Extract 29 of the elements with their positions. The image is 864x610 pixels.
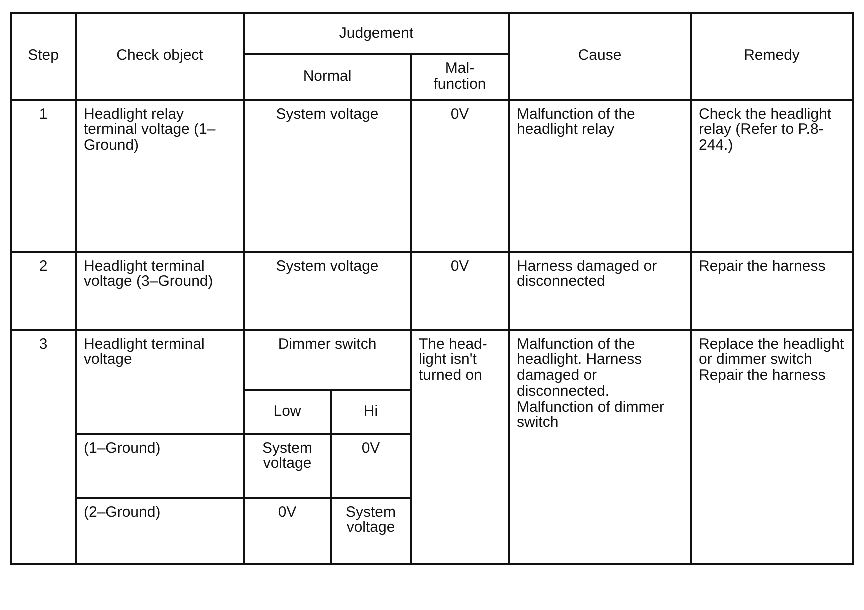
check-object-text: Headlight terminal voltage xyxy=(76,330,244,434)
cause-text: Malfunction of the headlight relay xyxy=(509,100,691,252)
column-header: Normal xyxy=(244,54,411,100)
check-object-text: Headlight terminal voltage (3–Ground) xyxy=(76,252,244,330)
cause-text: Malfunction of the headlight. Harness damaged or disconnected. Malfunction of dimmer switch xyxy=(509,330,691,564)
column-header: Cause xyxy=(509,13,691,100)
remedy-text: Replace the headlight or dimmer switch Repair the harness xyxy=(691,330,853,564)
column-header: Low xyxy=(244,390,331,434)
step-number: 1 xyxy=(11,100,76,252)
normal-value: System voltage xyxy=(244,434,331,498)
malfunction-value: The head- light isn't turned on xyxy=(411,330,509,564)
remedy-text: Repair the harness xyxy=(691,252,853,330)
column-header: Check object xyxy=(76,13,244,100)
malfunction-value: 0V xyxy=(411,252,509,330)
check-object-text: Headlight relay terminal voltage (1–Ground) xyxy=(76,100,244,252)
remedy-text: Check the headlight relay (Refer to P.8-244.) xyxy=(691,100,853,252)
column-header: Judgement xyxy=(244,13,509,54)
check-object-text: (2–Ground) xyxy=(76,498,244,564)
column-header: Remedy xyxy=(691,13,853,100)
step-number: 3 xyxy=(11,330,76,564)
malfunction-value: 0V xyxy=(411,100,509,252)
normal-value: System voltage xyxy=(244,100,411,252)
cause-text: Harness damaged or disconnected xyxy=(509,252,691,330)
check-object-text: (1–Ground) xyxy=(76,434,244,498)
normal-value: System voltage xyxy=(244,252,411,330)
column-header: Step xyxy=(11,13,76,100)
step-number: 2 xyxy=(11,252,76,330)
normal-value: 0V xyxy=(244,498,331,564)
column-header: Dimmer switch xyxy=(244,330,411,390)
